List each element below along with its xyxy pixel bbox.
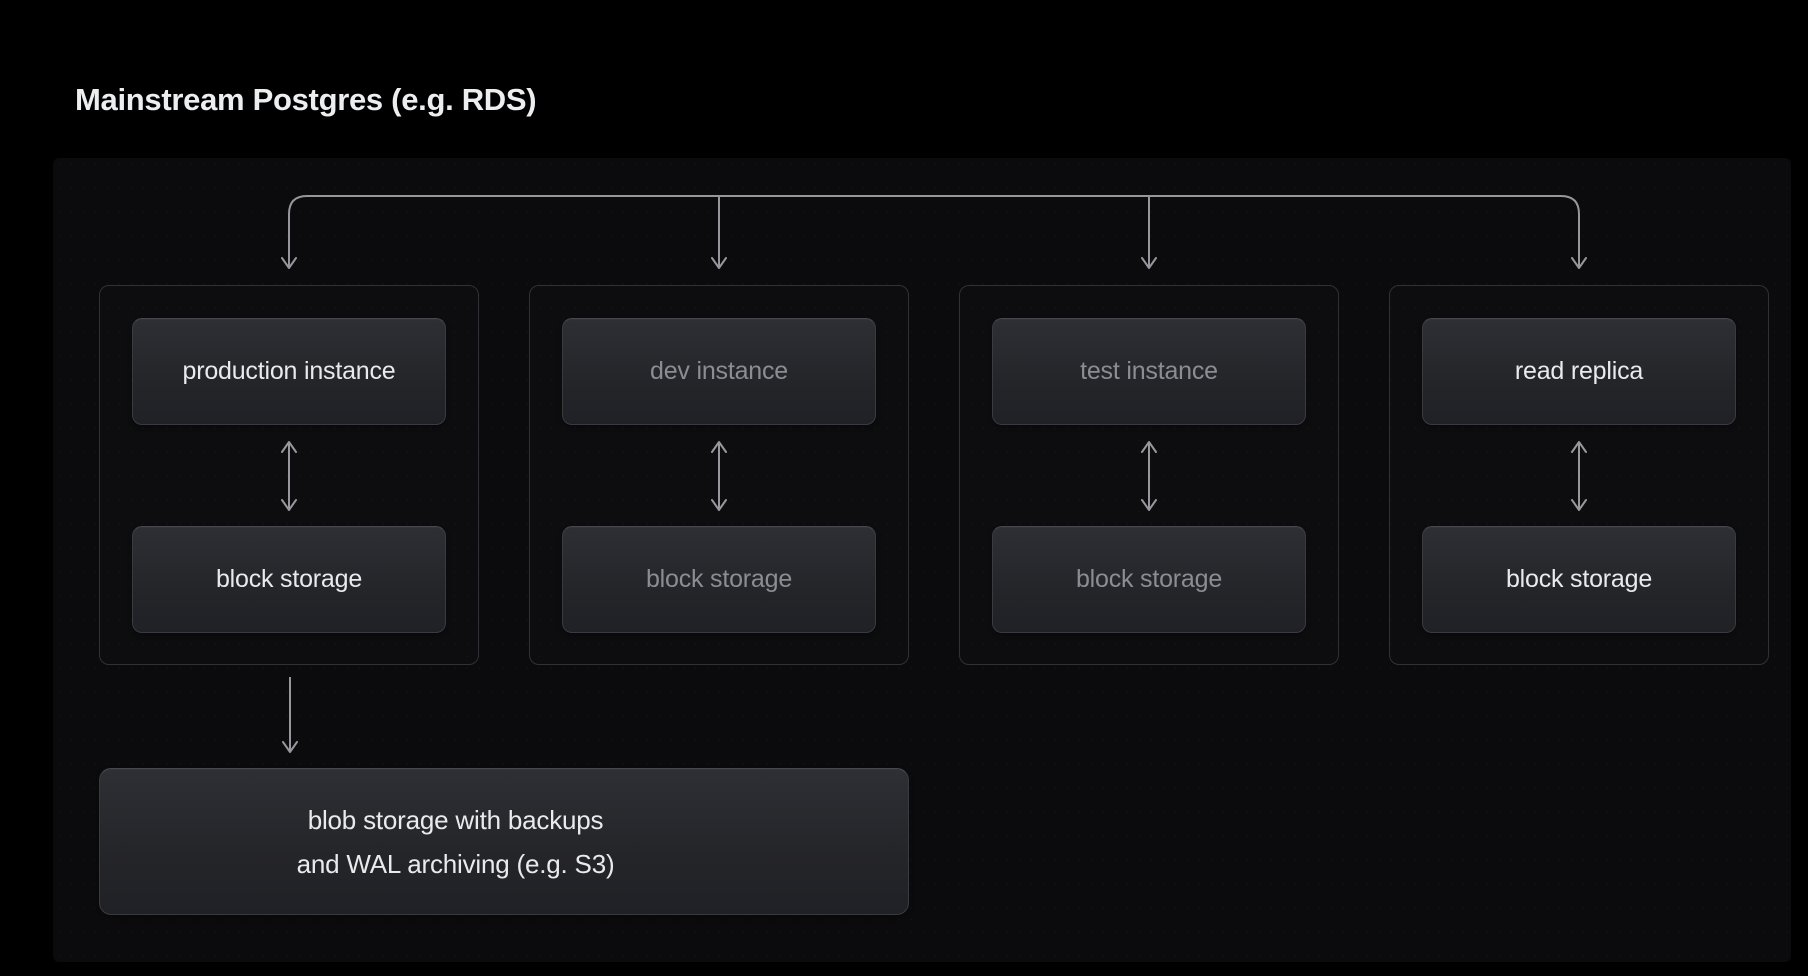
dev-block-storage-label: block storage [645,565,793,593]
dev-instance-label: dev instance [650,357,788,385]
test-block-storage-label: block storage [1075,565,1223,593]
production-instance-label: production instance [182,357,396,385]
replica-block-storage-box: block storage [1422,526,1736,633]
column-dev: dev instance block storage [529,285,909,665]
read-replica-label: read replica [1514,357,1644,385]
column-production: production instance block storage [99,285,479,665]
production-block-storage-label: block storage [215,565,363,593]
test-block-storage-box: block storage [992,526,1306,633]
blob-storage-label-line2: and WAL archiving (e.g. S3) [296,848,615,879]
column-test: test instance block storage [959,285,1339,665]
column-read-replica: read replica block storage [1389,285,1769,665]
production-block-storage-box: block storage [132,526,446,633]
blob-storage-box: blob storage with backups and WAL archiv… [99,768,909,915]
dev-instance-box: dev instance [562,318,876,425]
blob-storage-label-line1: blob storage with backups [307,804,604,835]
test-instance-box: test instance [992,318,1306,425]
blob-storage-label: blob storage with backups and WAL archiv… [100,769,811,914]
production-instance-box: production instance [132,318,446,425]
replica-block-storage-label: block storage [1505,565,1653,593]
read-replica-box: read replica [1422,318,1736,425]
test-instance-label: test instance [1080,357,1218,385]
dev-block-storage-box: block storage [562,526,876,633]
page-title: Mainstream Postgres (e.g. RDS) [75,82,537,117]
